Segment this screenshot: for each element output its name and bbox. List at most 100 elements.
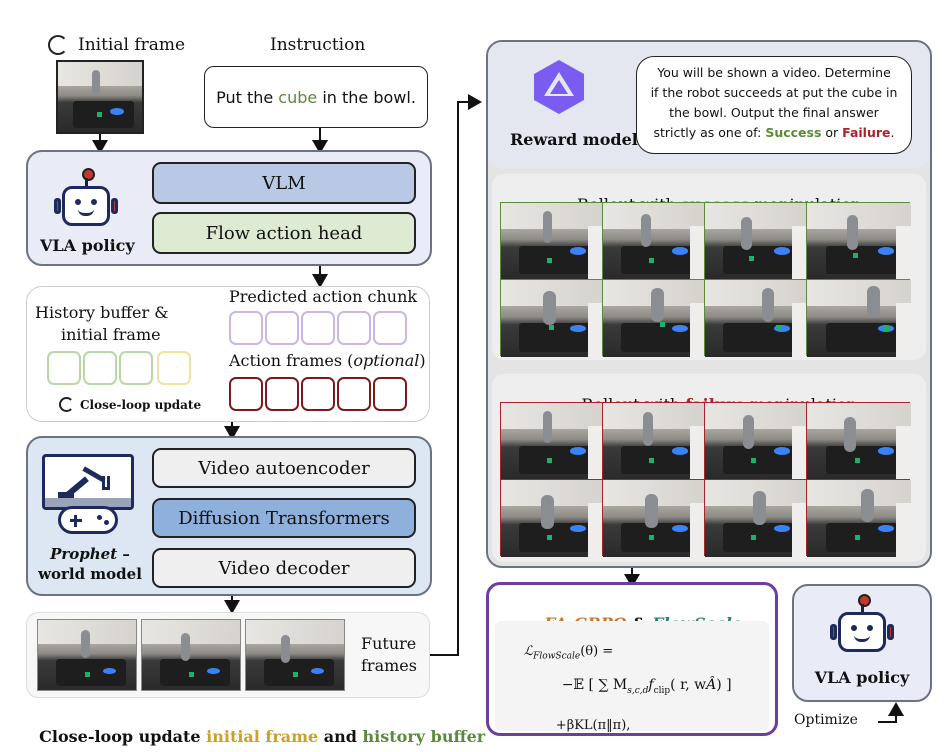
initial-frame-cell: [157, 351, 191, 385]
success-frame: [501, 203, 602, 279]
refresh-icon: [59, 397, 74, 412]
success-frame: [705, 280, 806, 357]
optimize-label: Optimize: [790, 712, 862, 728]
flow-action-head-box: Flow action head: [152, 212, 416, 254]
reward-prompt-box: You will be shown a video. Determine if …: [636, 56, 912, 154]
predicted-action-cell: [301, 311, 335, 345]
loss-close: ) ]: [716, 677, 732, 693]
instruction-pre: Put the: [216, 87, 279, 107]
initial-frame-label: Initial frame: [78, 35, 186, 55]
initial-frame-header: Initial frame: [48, 32, 185, 58]
close-loop-label: Close-loop update: [80, 397, 202, 412]
close-loop-update: Close-loop update: [59, 397, 201, 412]
world-model-name-line2: world model: [38, 565, 142, 583]
reward-prompt-line2: if the robot succeeds at put the cube in: [650, 85, 898, 100]
history-cell: [119, 351, 153, 385]
action-frames-optional: optional: [353, 351, 420, 370]
reward-failure: Failure: [842, 125, 891, 140]
success-frame: [603, 280, 704, 357]
vla-policy-right-panel: VLA policy: [792, 584, 932, 702]
reward-success: Success: [765, 125, 822, 140]
failure-frame: [807, 403, 911, 479]
bottom-caption-initial: initial frame: [206, 727, 319, 746]
initial-frame-image: [56, 60, 144, 134]
loss-term: f: [648, 677, 654, 693]
action-frame-cell: [229, 377, 263, 411]
future-frame-image: [141, 619, 241, 691]
vla-policy-panel: VLA policy VLM Flow action head: [26, 150, 432, 266]
future-frames-panel: Future frames: [26, 612, 430, 698]
loss-sub: FlowScale: [533, 651, 581, 662]
world-model-name: Prophet – world model: [34, 544, 146, 584]
action-frame-cell: [337, 377, 371, 411]
reward-prompt-line3: the bowl. Output the final answer: [669, 105, 879, 120]
failure-frame: [603, 480, 704, 557]
world-model-name-dash: –: [117, 545, 130, 563]
world-model-panel: Prophet – world model Video autoencoder …: [26, 436, 432, 596]
predicted-action-cell: [229, 311, 263, 345]
loss-line3-b: ‖π: [606, 718, 622, 733]
vla-policy-right-label: VLA policy: [814, 668, 910, 687]
reward-model-logo-icon: [528, 56, 590, 118]
success-frame: [807, 203, 911, 279]
failure-frame-grid: [500, 402, 911, 557]
refresh-icon: [48, 35, 68, 55]
bottom-caption-history: history buffer: [362, 727, 486, 746]
action-frame-cell: [301, 377, 335, 411]
history-cell: [47, 351, 81, 385]
failure-frame: [501, 480, 602, 557]
reward-prompt-line4: strictly as one of: Success or Failure.: [645, 123, 903, 143]
rollout-failure-panel: Rollout with failure manipulation: [492, 374, 926, 562]
failure-frame: [807, 480, 911, 557]
reward-prompt-line4-pre: strictly as one of:: [653, 125, 766, 140]
history-buffer-label-1: History buffer &: [35, 303, 169, 322]
instruction-box: Put the cube in the bowl.: [204, 66, 428, 128]
success-frame-grid: [500, 202, 911, 357]
instruction-post: in the bowl.: [317, 87, 416, 107]
reward-or: or: [821, 125, 843, 140]
history-buffer-label-2: initial frame: [61, 325, 161, 344]
instruction-highlight: cube: [278, 87, 318, 107]
future-frame-image: [37, 619, 137, 691]
success-frame: [705, 203, 806, 279]
buffer-panel: History buffer & initial frame Close-loo…: [26, 286, 430, 422]
loss-sum-sub: s,c,d: [627, 685, 649, 696]
video-autoencoder-box: Video autoencoder: [152, 448, 416, 488]
loss-args2: , w: [685, 677, 707, 693]
history-cell: [83, 351, 117, 385]
loss-formula-box: ℒFlowScale(θ) = −𝔼 [ ∑ Ms,c,dfclip( r, w…: [495, 621, 769, 733]
reward-model-label: Reward model: [510, 130, 638, 149]
loss-arg: (θ) =: [580, 644, 614, 659]
failure-frame: [705, 403, 806, 479]
vlm-box: VLM: [152, 162, 416, 204]
grpo-panel: FA-GRPO & FlowScale ℒFlowScale(θ) = −𝔼 […: [486, 582, 778, 736]
predicted-action-chunk-label: Predicted action chunk: [229, 287, 418, 306]
failure-frame: [603, 403, 704, 479]
loss-line2-main: −𝔼 [ ∑ M: [561, 677, 628, 693]
world-model-name-italic: Prophet: [50, 545, 118, 563]
failure-frame: [705, 480, 806, 557]
reward-model-panel: Reward model You will be shown a video. …: [488, 42, 930, 168]
loss-clip: clip: [653, 685, 671, 696]
loss-lhs: ℒ: [523, 644, 534, 659]
predicted-action-cell: [373, 311, 407, 345]
robot-icon: [830, 594, 894, 658]
reward-prompt-line1: You will be shown a video. Determine: [657, 65, 891, 80]
robot-icon: [54, 168, 118, 230]
loss-line-2: −𝔼 [ ∑ Ms,c,dfclip( r, wÂ) ]: [535, 661, 732, 712]
predicted-action-cell: [265, 311, 299, 345]
success-frame: [807, 280, 911, 357]
bottom-caption: Close-loop update initial frame and hist…: [28, 708, 485, 746]
loss-args: ( r: [670, 677, 686, 693]
reward-period: .: [890, 125, 895, 140]
action-frame-cell: [265, 377, 299, 411]
action-frames-close: ): [419, 351, 426, 370]
failure-frame: [501, 403, 602, 479]
action-frame-cell: [373, 377, 407, 411]
rollout-success-panel: Rollout with success manipulation: [492, 174, 926, 360]
action-frames-label: Action frames (optional): [229, 351, 426, 370]
video-decoder-box: Video decoder: [152, 548, 416, 588]
vla-policy-label: VLA policy: [40, 236, 135, 255]
loss-adv: Â: [706, 677, 717, 693]
loss-line-3: +βKL(π‖π),: [531, 703, 631, 748]
